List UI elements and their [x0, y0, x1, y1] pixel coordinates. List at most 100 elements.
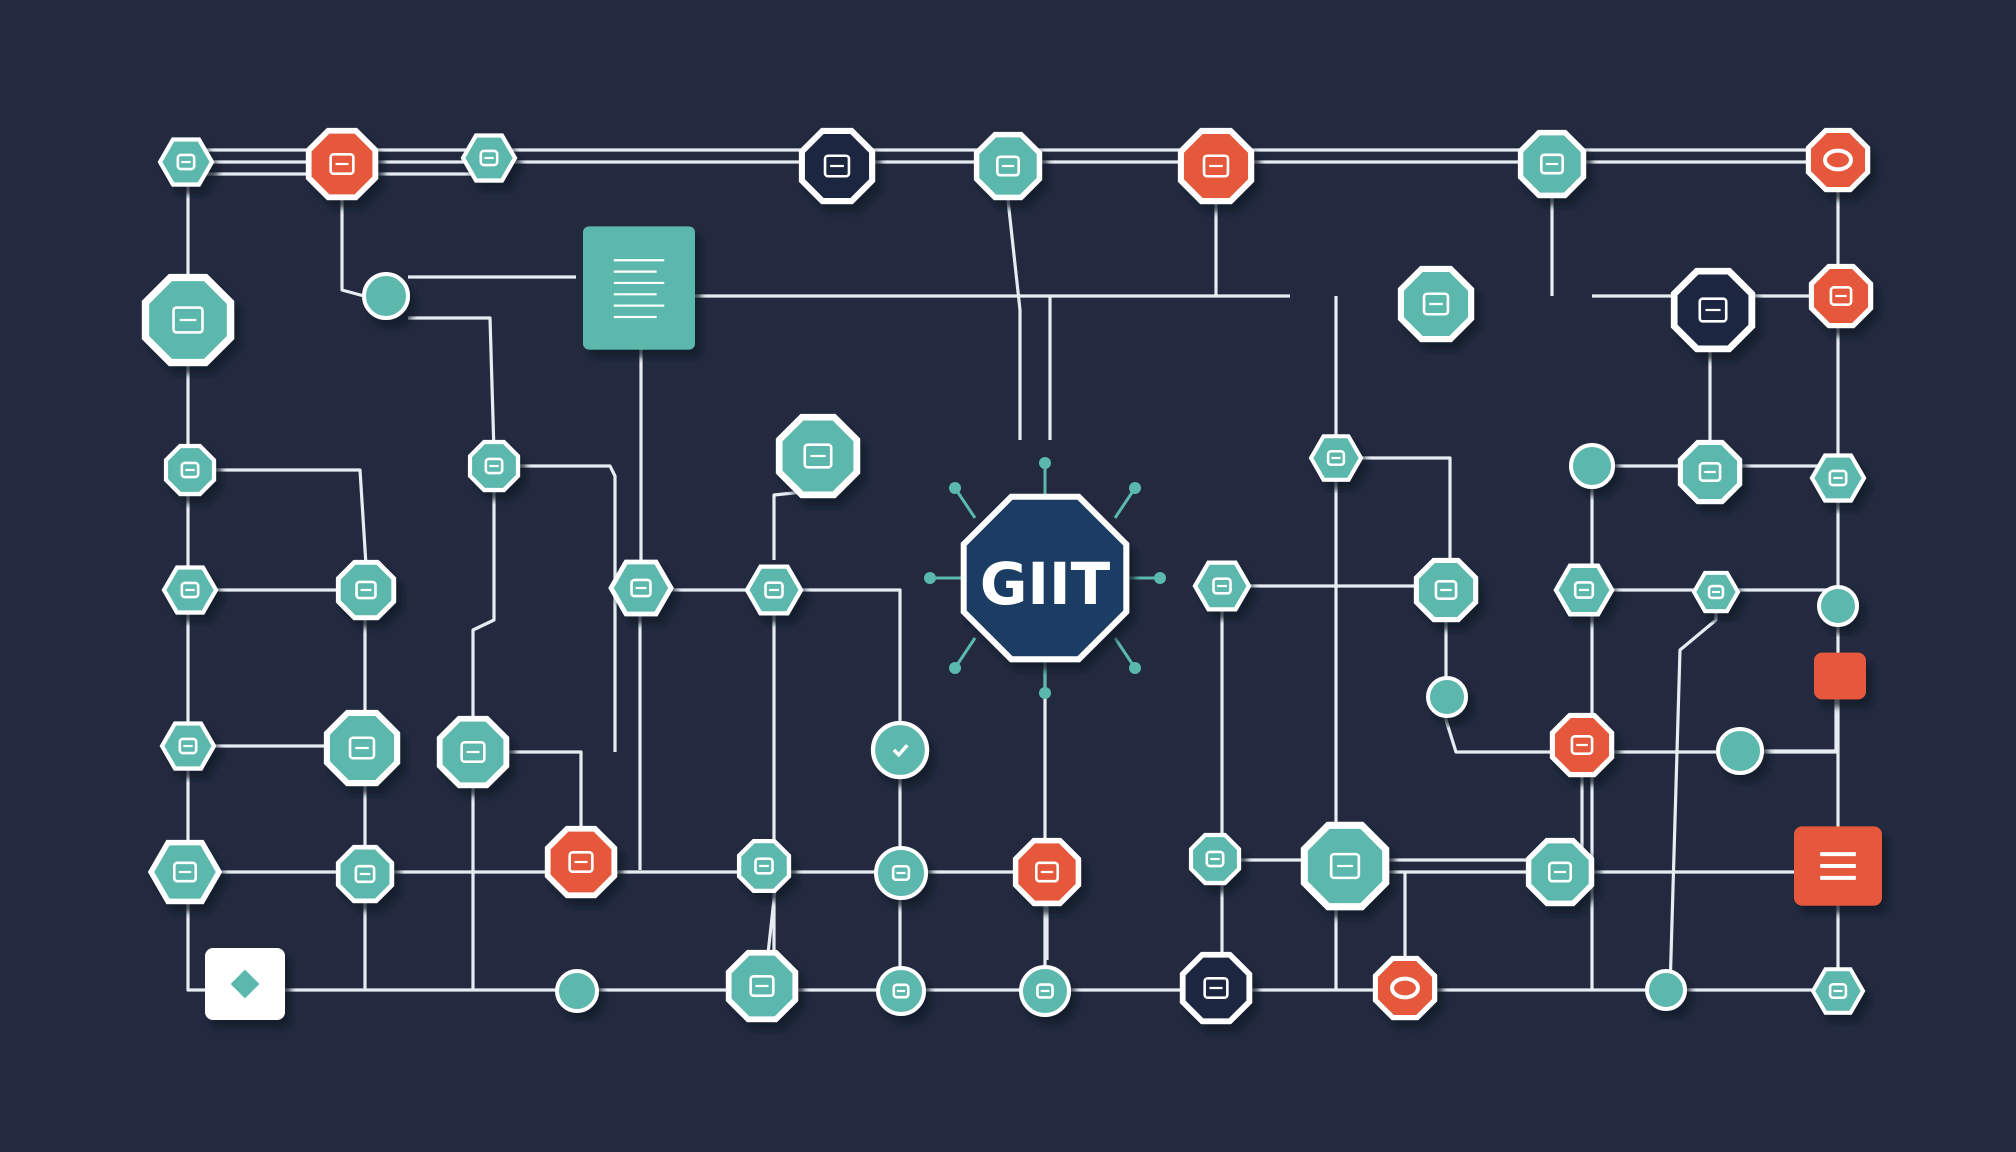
node-shape	[1569, 443, 1615, 489]
hub-label: GIIT	[980, 550, 1111, 618]
network-node[interactable]	[1426, 676, 1468, 718]
network-node[interactable]	[436, 715, 510, 789]
ring-icon	[1823, 148, 1853, 172]
clock-icon	[891, 864, 911, 882]
settings-icon	[1698, 297, 1728, 323]
network-node[interactable]	[1794, 826, 1882, 906]
hub-ray	[1113, 637, 1137, 669]
network-node[interactable]	[1677, 439, 1743, 505]
shield-icon	[995, 155, 1021, 177]
user-icon	[1539, 153, 1565, 175]
network-node[interactable]	[163, 443, 217, 497]
ring-icon	[1390, 976, 1420, 1000]
node-shape	[1716, 727, 1764, 775]
connection-line	[1006, 199, 1022, 440]
network-node[interactable]	[467, 439, 521, 493]
network-node[interactable]	[1300, 821, 1390, 911]
network-node[interactable]	[1525, 837, 1595, 907]
network-node[interactable]	[1805, 127, 1871, 193]
network-node[interactable]	[1645, 969, 1687, 1011]
network-node[interactable]	[1549, 712, 1615, 778]
network-node[interactable]	[1372, 955, 1438, 1021]
network-node[interactable]	[1814, 652, 1866, 700]
inbox-icon	[803, 443, 833, 469]
network-node[interactable]	[362, 272, 410, 320]
link-icon	[1828, 982, 1848, 1000]
network-node[interactable]	[335, 559, 397, 621]
network-node[interactable]	[798, 127, 876, 205]
network-node[interactable]	[1808, 263, 1874, 329]
network-node[interactable]	[323, 709, 401, 787]
network-node[interactable]	[1569, 443, 1615, 489]
network-node[interactable]	[1817, 585, 1859, 627]
document-icon	[1329, 852, 1361, 880]
cloud-icon	[1829, 286, 1853, 306]
tools-icon	[749, 974, 775, 998]
network-node[interactable]	[1810, 967, 1866, 1015]
save-icon	[348, 736, 376, 760]
network-node[interactable]	[1308, 434, 1364, 482]
connection-line	[471, 466, 496, 990]
network-node[interactable]	[1670, 267, 1756, 353]
node-shape	[1805, 127, 1871, 193]
server-icon	[172, 306, 204, 334]
hub-ray-dot	[1129, 482, 1141, 494]
network-node[interactable]	[460, 133, 518, 183]
hub-ray	[953, 637, 977, 669]
network-node[interactable]	[1019, 965, 1071, 1017]
network-node[interactable]	[335, 844, 395, 904]
hub-ray-dot	[1129, 662, 1141, 674]
network-node[interactable]	[161, 565, 219, 615]
network-node[interactable]	[1691, 570, 1741, 614]
network-node[interactable]	[1517, 129, 1587, 199]
node-shape	[583, 226, 695, 350]
network-node[interactable]	[1179, 951, 1253, 1025]
network-node[interactable]	[1188, 832, 1242, 886]
node-shape	[362, 272, 410, 320]
lock-icon	[1326, 449, 1346, 467]
network-node[interactable]	[1809, 453, 1867, 503]
hub-ray-dot	[924, 572, 936, 584]
table-icon	[1698, 462, 1722, 482]
network-node[interactable]	[1397, 265, 1475, 343]
bulb-icon	[1203, 976, 1229, 1000]
network-node[interactable]	[725, 949, 799, 1023]
clock-icon	[630, 578, 652, 598]
network-node[interactable]	[1177, 127, 1255, 205]
network-node[interactable]	[775, 413, 861, 499]
network-node[interactable]	[1192, 560, 1252, 612]
network-node[interactable]	[876, 966, 926, 1016]
network-node[interactable]	[205, 948, 285, 1020]
network-node[interactable]	[608, 559, 674, 617]
network-node[interactable]	[744, 564, 804, 616]
network-node[interactable]	[583, 226, 695, 350]
connection-line	[1336, 456, 1452, 590]
arrow-icon	[892, 983, 910, 999]
monitor-icon	[484, 457, 504, 475]
network-node[interactable]	[1012, 837, 1082, 907]
network-node[interactable]	[147, 839, 223, 905]
network-node[interactable]	[870, 720, 930, 780]
network-node[interactable]	[305, 127, 379, 201]
network-node[interactable]	[141, 273, 235, 367]
hub-ray	[953, 487, 977, 519]
connection-line	[186, 468, 368, 566]
menu-icon	[1820, 852, 1856, 880]
network-node[interactable]	[973, 131, 1043, 201]
network-node[interactable]	[1553, 563, 1615, 617]
folder-icon	[329, 152, 355, 176]
hub-ray-dot	[1039, 687, 1051, 699]
network-node[interactable]	[555, 969, 599, 1013]
link-icon	[1202, 154, 1230, 178]
network-node[interactable]	[157, 137, 215, 187]
shield-icon	[1570, 735, 1594, 755]
network-node[interactable]	[1716, 727, 1764, 775]
network-node[interactable]	[544, 825, 618, 899]
node-shape	[1372, 955, 1438, 1021]
network-node[interactable]	[736, 838, 792, 894]
network-node[interactable]	[1413, 557, 1479, 623]
network-node[interactable]	[159, 721, 217, 771]
network-node[interactable]	[874, 846, 928, 900]
hub-octagon	[960, 493, 1130, 663]
